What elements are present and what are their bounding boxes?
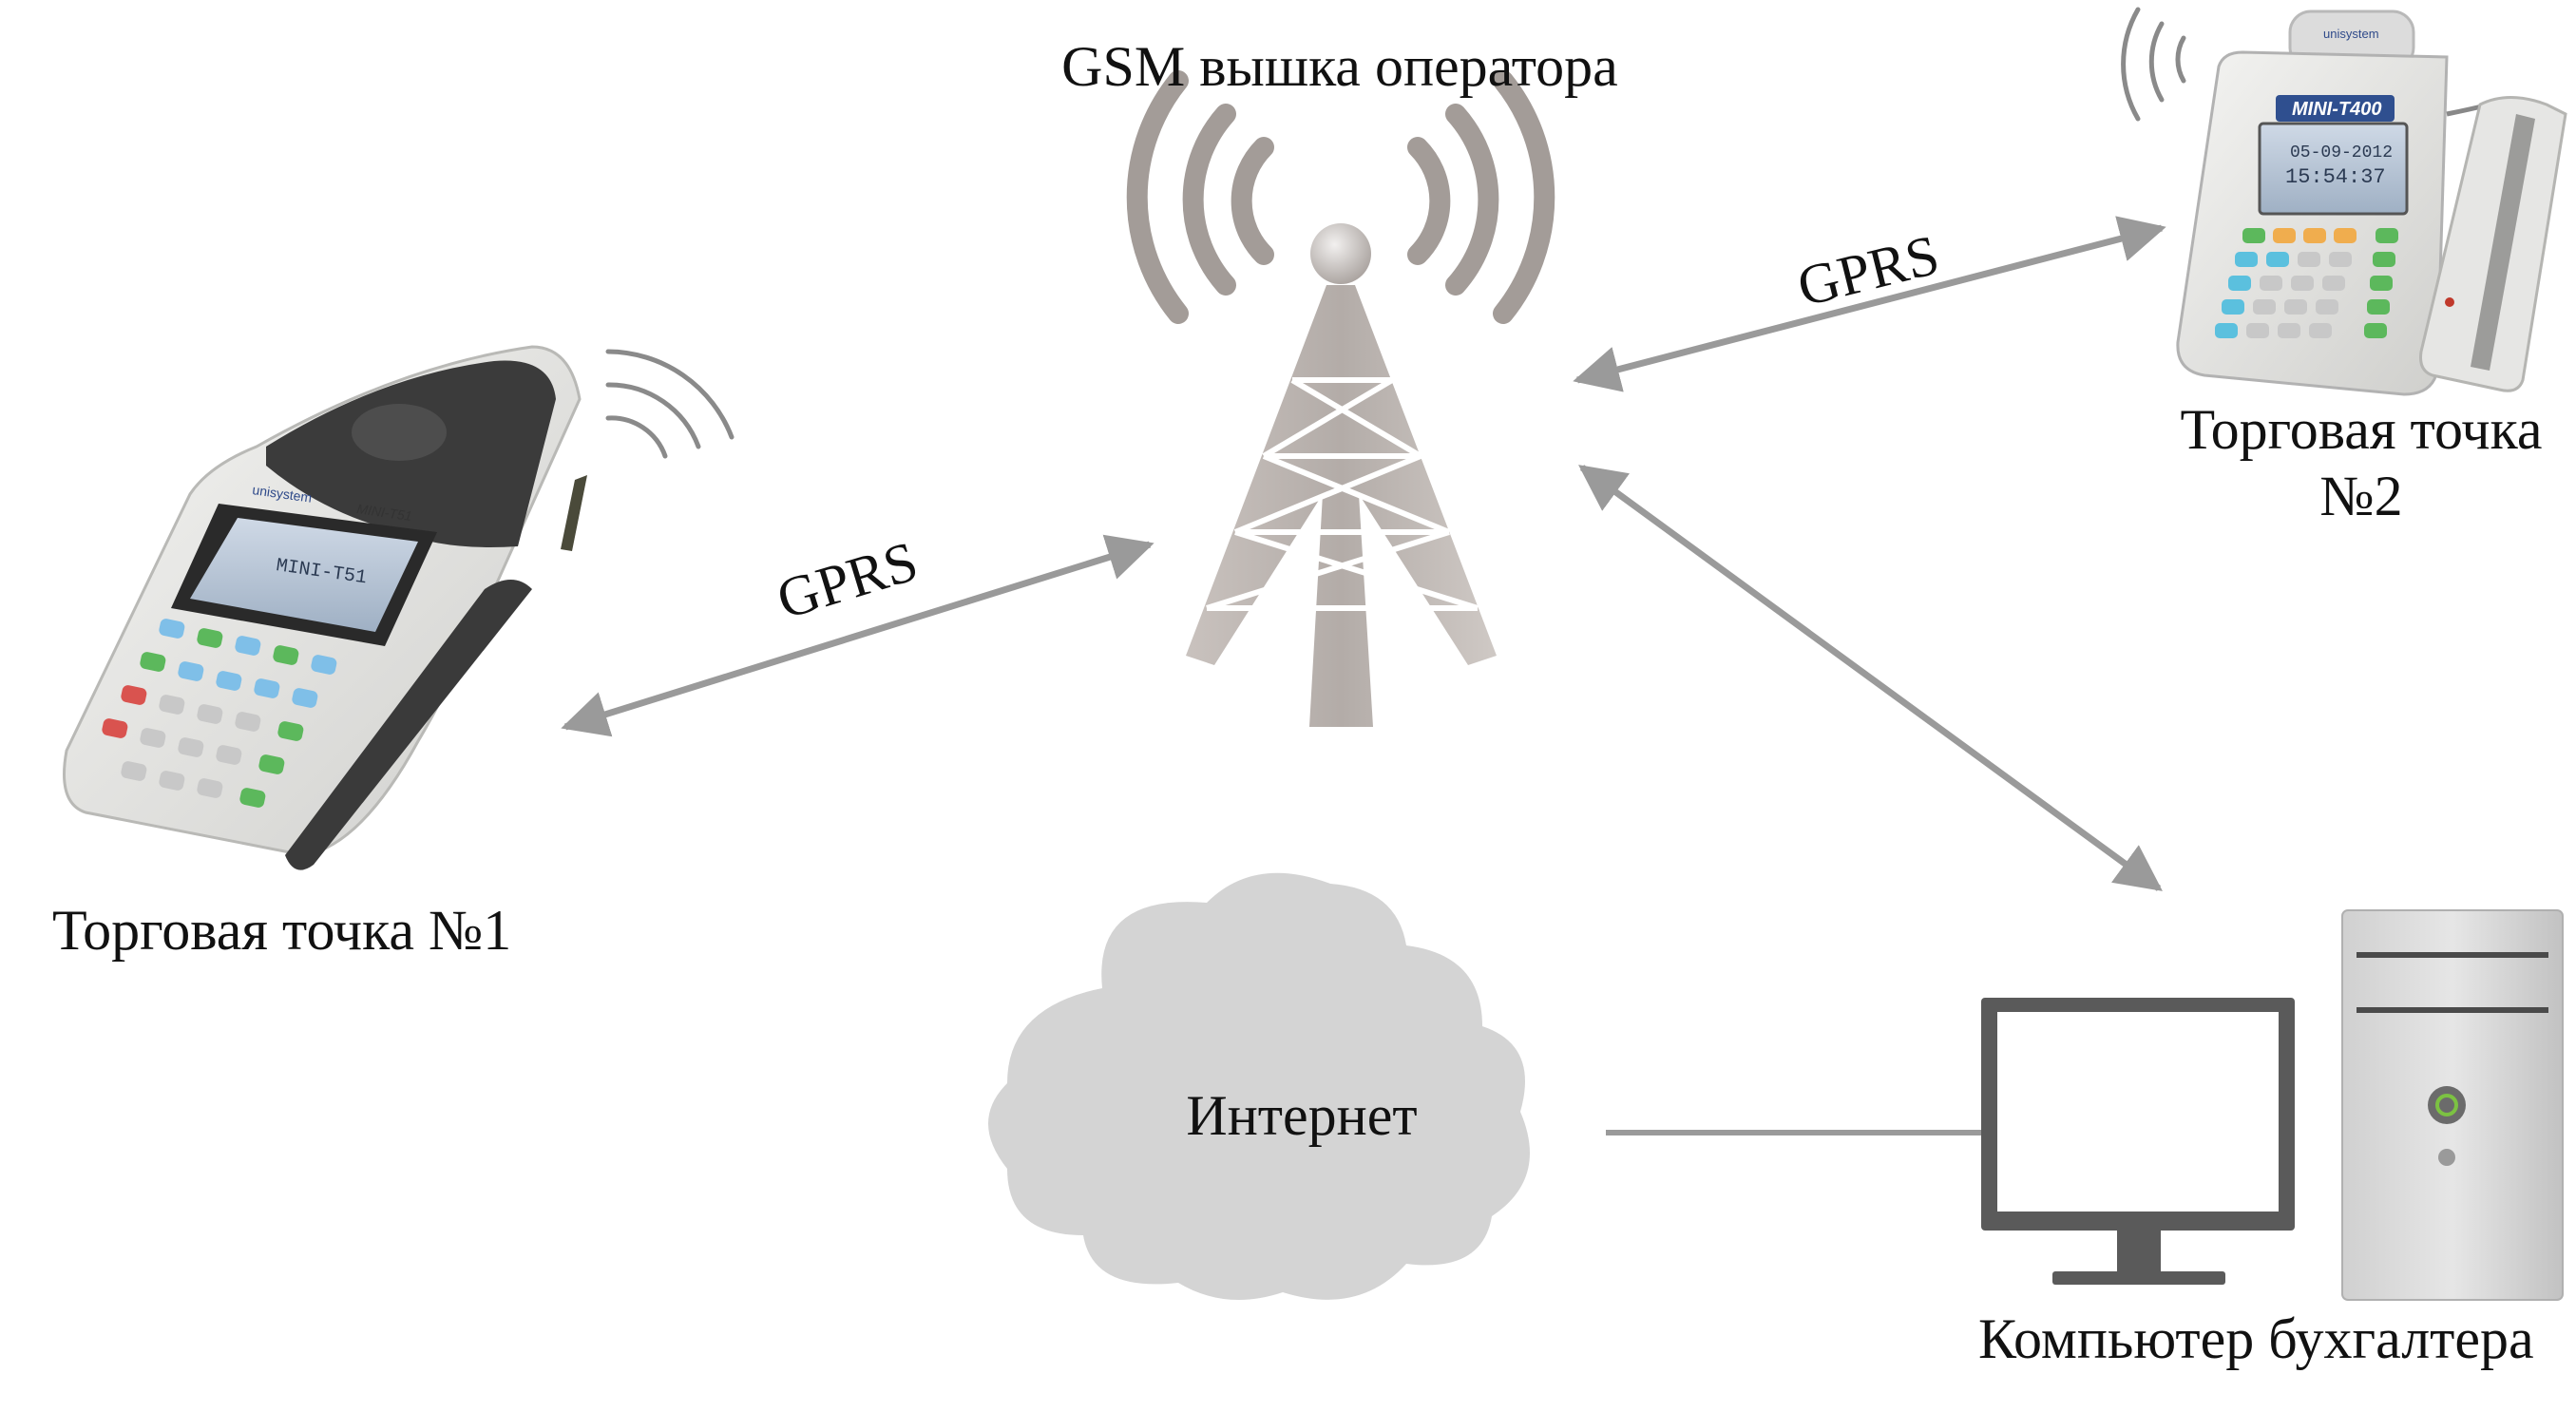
- pos-terminal-1: MINI-T51 unisystem MINI-T51: [63, 345, 735, 870]
- terminal1-antenna: [561, 475, 587, 551]
- card-reader-led: [2445, 297, 2454, 307]
- terminal1-side: [285, 580, 532, 870]
- tower-braces: [1206, 377, 1479, 611]
- gprs-link-point2: [1573, 216, 2166, 392]
- terminal2-model: MINI-T400: [2292, 99, 2381, 120]
- terminal2-label-bar: [2276, 95, 2395, 122]
- accountant-computer: [1981, 909, 2564, 1301]
- radio-waves-icon: [1126, 70, 1555, 324]
- terminal1-keypad: [102, 619, 337, 808]
- radio-waves-icon: [605, 349, 735, 459]
- terminal2-keypad: [2215, 228, 2398, 338]
- power-led: [2435, 1094, 2458, 1116]
- tower-label: GSM вышка оператора: [1061, 35, 1618, 98]
- gprs-link-point1: [561, 534, 1154, 737]
- link-tower-accountant: [1578, 465, 2163, 891]
- gsm-tower: [1126, 70, 1555, 727]
- tower-beacon: [1310, 223, 1371, 284]
- point1-label: Торговая точка №1: [52, 899, 512, 962]
- monitor-base: [2052, 1271, 2225, 1285]
- accountant-label: Компьютер бухгалтера: [1978, 1307, 2534, 1370]
- connections: [561, 216, 2166, 1135]
- point2-label-line1: Торговая точка: [2180, 398, 2543, 461]
- terminal2-time: 15:54:37: [2285, 165, 2386, 189]
- nfc-icon: [352, 404, 447, 461]
- monitor-neck: [2117, 1231, 2161, 1273]
- internet-cloud: [988, 872, 1530, 1300]
- point2-label-line2: №2: [2319, 465, 2403, 527]
- monitor-screen: [1997, 1012, 2279, 1212]
- drive-bay-2: [2357, 1007, 2548, 1013]
- card-slot: [2471, 114, 2535, 371]
- radio-waves-icon: [2121, 7, 2186, 122]
- terminal2-date: 05-09-2012: [2290, 143, 2393, 162]
- drive-bay-1: [2357, 952, 2548, 958]
- pos-terminal-2: MINI-T400 unisystem 05-09-2012 15:54:37: [2121, 7, 2567, 396]
- tower-body: [1186, 285, 1497, 727]
- terminal2-screen: [2258, 122, 2409, 216]
- power-button-icon: [2428, 1086, 2466, 1124]
- terminal1-screen: [190, 518, 418, 632]
- terminal2-brand: unisystem: [2323, 27, 2379, 41]
- reset-button: [2438, 1149, 2455, 1166]
- internet-label: Интернет: [1186, 1084, 1418, 1147]
